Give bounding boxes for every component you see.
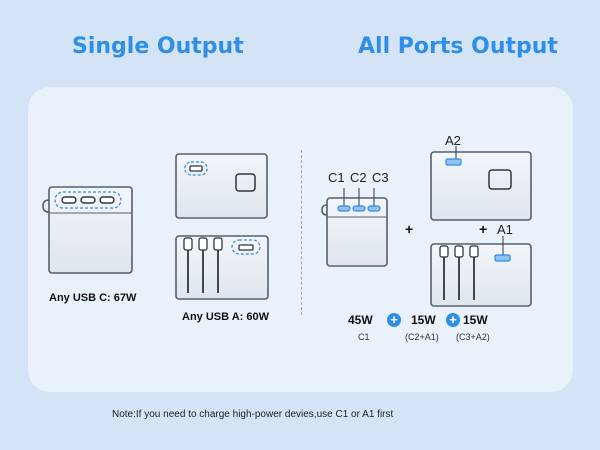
charger-side-cables-icon xyxy=(175,235,269,300)
output-ports-c2a1: (C2+A1) xyxy=(405,332,439,342)
usb-c-output-label: Any USB C: 67W xyxy=(49,292,137,304)
plus-sign-c-to-a2: + xyxy=(405,221,414,237)
port-label-c3: C3 xyxy=(372,170,389,185)
output-watts-c3a2: 15W xyxy=(463,313,488,327)
output-ports-c3a2: (C3+A2) xyxy=(456,332,490,342)
section-divider xyxy=(301,150,302,315)
charger-front-usb-c-icon xyxy=(42,186,133,274)
port-label-a2: A2 xyxy=(445,133,461,148)
output-watts-c2a1: 15W xyxy=(411,313,436,327)
usb-a-output-label: Any USB A: 60W xyxy=(182,311,269,323)
charger-a1-cables-icon xyxy=(430,236,532,307)
port-label-c1: C1 xyxy=(328,170,345,185)
heading-all-ports-output: All Ports Output xyxy=(358,34,558,59)
port-label-c2: C2 xyxy=(350,170,367,185)
heading-single-output: Single Output xyxy=(72,34,244,59)
blue-plus-circle-icon: + xyxy=(446,313,460,327)
plus-sign-a2-to-a1: + xyxy=(479,221,488,237)
port-label-a1: A1 xyxy=(497,222,513,237)
footer-note: Note:If you need to charge high-power de… xyxy=(112,409,394,420)
output-watts-c1: 45W xyxy=(348,313,373,327)
charger-top-usb-a-icon xyxy=(175,153,268,219)
blue-plus-circle-icon: + xyxy=(387,313,401,327)
output-ports-c1: C1 xyxy=(358,332,370,342)
charger-c-ports-icon xyxy=(321,188,388,267)
charger-a2-icon xyxy=(430,146,532,221)
